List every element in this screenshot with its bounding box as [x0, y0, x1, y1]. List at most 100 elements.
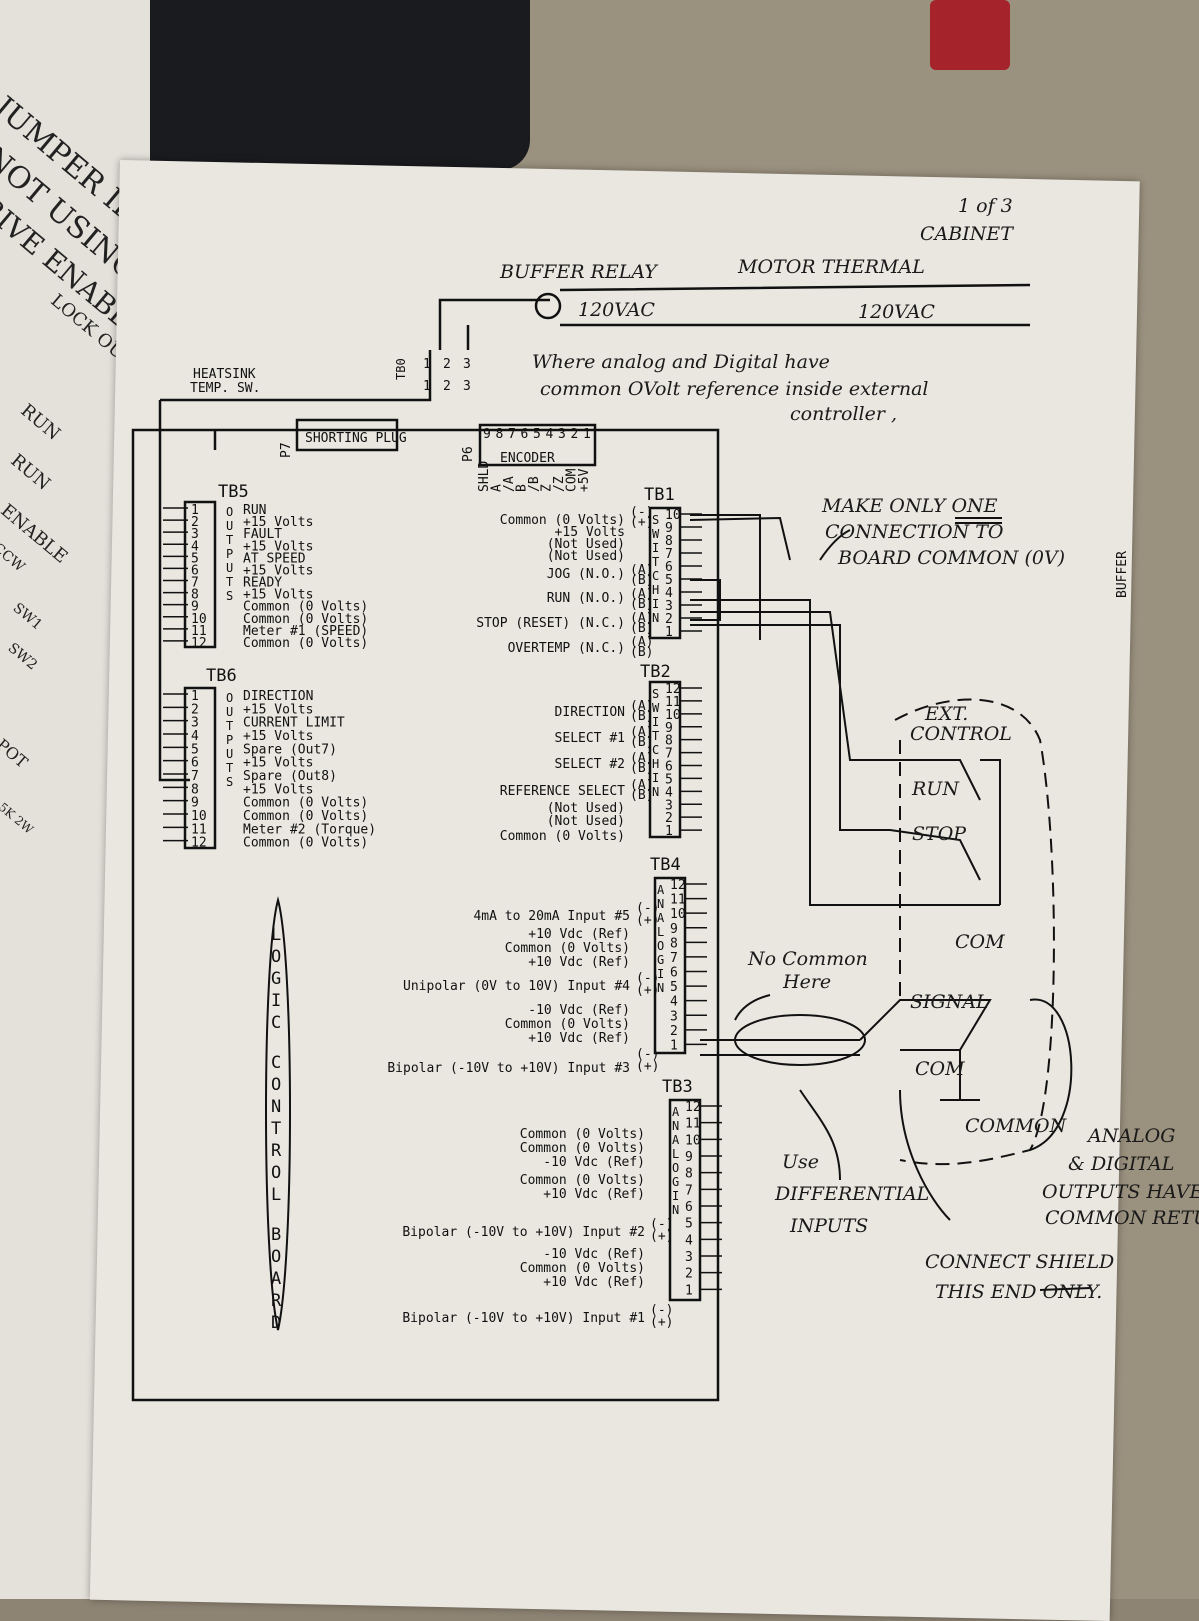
tb4-vertical-letter: N: [657, 897, 664, 911]
tb6-vertical-letter: P: [226, 733, 233, 747]
terminal-a-marker: (A): [630, 563, 653, 578]
board-label-letter: O: [271, 1247, 281, 1267]
tb4-vertical-letter: A: [657, 883, 665, 897]
tb3-vertical-letter: A: [672, 1105, 680, 1119]
tb5-signal-label: +15 Volts: [243, 515, 313, 530]
tb6-pin: 2: [191, 702, 199, 717]
tb1-pin: 5: [665, 573, 673, 588]
logic-board-outline: [131, 428, 720, 1402]
tb1-pin: 9: [665, 521, 673, 536]
tb3-signal-label: +10 Vdc (Ref): [543, 1275, 645, 1290]
board-label-letter: L: [271, 925, 281, 945]
tb4-signal-label: +10 Vdc (Ref): [528, 927, 630, 942]
tb2-pin: 6: [665, 760, 673, 775]
tb1-pin: 1: [665, 625, 673, 640]
tb6-pin: 1: [191, 689, 199, 704]
terminal-b-marker: (B): [630, 761, 653, 776]
board-label-letter: A: [271, 1269, 281, 1289]
heatsink-return-wire: [158, 400, 190, 782]
relay-coil: [534, 292, 562, 320]
tb3-pin: 7: [685, 1183, 693, 1198]
tb6-signal-label: Common (0 Volts): [243, 809, 368, 824]
differential-note: Use: [782, 1151, 819, 1173]
tb1-vertical-letter: H: [652, 583, 659, 597]
tb4-pin: 2: [670, 1024, 678, 1039]
vac-wires: [559, 283, 1031, 327]
p6-label: ENCODER: [500, 451, 555, 466]
board-label-letter: D: [271, 1313, 281, 1333]
p6-signal: COM: [565, 468, 580, 492]
terminal-a-marker: (A): [630, 751, 653, 766]
shield-arrow: [899, 1089, 951, 1221]
tb4-signal-label: Common (0 Volts): [505, 941, 630, 956]
tb2-signal-label: SELECT #1: [555, 731, 625, 746]
tb5-signal-label: READY: [243, 576, 282, 591]
tb3-block: [668, 1098, 702, 1302]
board-label-letter: T: [271, 1119, 281, 1139]
tb3-pin: 12: [685, 1100, 701, 1115]
tb5-vertical-letter: T: [226, 575, 233, 589]
p7-connector: [295, 418, 399, 452]
tb4-signal-label: Bipolar (-10V to +10V) Input #3: [387, 1061, 630, 1076]
tb2-signal-label: REFERENCE SELECT: [500, 784, 625, 799]
tb1-pin: 2: [665, 612, 673, 627]
polarity-pos-marker: (+): [650, 1229, 673, 1244]
tb1-title: TB1: [644, 485, 675, 505]
com-label: COM: [955, 931, 1005, 953]
shielded-cable: [734, 1014, 866, 1066]
tb6-signal-label: DIRECTION: [243, 689, 313, 704]
board-label-letter: G: [271, 969, 281, 989]
tb6-pin: 8: [191, 782, 199, 797]
tb6-pin: 9: [191, 796, 199, 811]
tb6-vertical-letter: O: [226, 691, 233, 705]
terminal-b-marker: (B): [630, 573, 653, 588]
tb2-pin: 8: [665, 734, 673, 749]
tb1-vertical-letter: T: [652, 555, 659, 569]
tb4-signal-label: +10 Vdc (Ref): [528, 1031, 630, 1046]
tb2-pin: 5: [665, 772, 673, 787]
tb5-signal-label: +15 Volts: [243, 588, 313, 603]
tb5-signal-label: AT SPEED: [243, 551, 306, 566]
tb6-block: [183, 686, 217, 850]
tb6-pin: 11: [191, 822, 207, 837]
tb5-vertical-letter: S: [226, 589, 233, 603]
tb5-pin: 10: [191, 612, 207, 627]
board-label-letter: N: [271, 1097, 281, 1117]
p6-name: P6: [461, 446, 476, 462]
polarity-pos-marker: (+): [630, 515, 653, 530]
tb3-pin: 5: [685, 1217, 693, 1232]
p6-pin: 6: [521, 427, 529, 442]
board-label-letter: C: [271, 1053, 281, 1073]
tb4-signal-label: Common (0 Volts): [505, 1017, 630, 1032]
tb6-signal-label: Spare (Out7): [243, 742, 337, 757]
make-one-arrow: [819, 529, 851, 561]
tb4-pin: 3: [670, 1009, 678, 1024]
polarity-pos-marker: (+): [636, 1059, 659, 1074]
no-common-note: Here: [782, 971, 831, 993]
tb2-signal-label: SELECT #2: [555, 757, 625, 772]
tb3-signal-label: +10 Vdc (Ref): [543, 1187, 645, 1202]
com-label-2: COM: [915, 1058, 965, 1080]
tb4-vertical-letter: L: [657, 925, 664, 939]
tb4-vertical-letter: G: [657, 953, 664, 967]
tb1-vertical-letter: C: [652, 569, 659, 583]
tb3-vertical-letter: A: [672, 1133, 680, 1147]
tb3-vertical-letter: O: [672, 1161, 679, 1175]
tb2-pin: 3: [665, 798, 673, 813]
make-one-note: MAKE ONLY ONE: [821, 495, 998, 517]
tb0-pin: 1: [423, 379, 431, 394]
tb6-signal-label: Common (0 Volts): [243, 836, 368, 851]
tb5-pin: 5: [191, 551, 199, 566]
tb1-pin: 3: [665, 599, 673, 614]
tb6-pin: 10: [191, 809, 207, 824]
tb4-pin: 1: [670, 1038, 678, 1053]
p6-pin: 7: [508, 427, 516, 442]
tb5-pin: 4: [191, 539, 199, 554]
tb4-pin: 10: [670, 907, 686, 922]
tb1-signal-label: STOP (RESET) (N.C.): [476, 616, 625, 631]
tb3-pin: 6: [685, 1200, 693, 1215]
tb1-signal-label: (Not Used): [547, 537, 625, 552]
make-one-note: CONNECTION TO: [825, 521, 1004, 543]
run-switch-label: RUN: [911, 778, 960, 800]
differential-pair: [700, 1039, 860, 1056]
